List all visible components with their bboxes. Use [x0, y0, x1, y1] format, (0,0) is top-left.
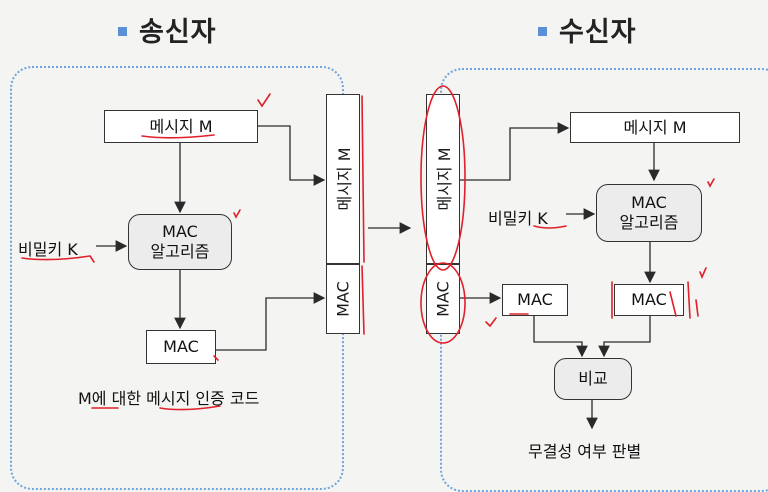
received-mac-box: MAC	[502, 284, 568, 316]
receiver-secret-key-label: 비밀키 K	[488, 209, 548, 228]
sender-footer-label: M에 대한 메시지 인증 코드	[78, 389, 260, 408]
receiver-message-box: 메시지 M	[570, 112, 740, 143]
receiver-message-bar: 메시지 M	[426, 94, 460, 264]
sender-mac-algorithm-box: MAC 알고리즘	[128, 214, 232, 270]
underline-annotation	[21, 255, 95, 263]
check-mark-icon	[213, 355, 219, 361]
check-mark-icon	[699, 267, 707, 280]
heading-bullet-icon	[118, 27, 127, 36]
receiver-mac-algorithm-box: MAC 알고리즘	[596, 184, 702, 242]
check-mark-icon	[257, 93, 271, 108]
underline-annotation	[141, 134, 215, 139]
sender-message-bar: 메시지 M	[326, 94, 360, 264]
red-annotation-layer	[21, 85, 715, 411]
integrity-result-label: 무결성 여부 판별	[528, 442, 642, 461]
sender-secret-key-label: 비밀키 K	[18, 240, 78, 259]
check-mark-icon	[485, 317, 497, 328]
underline-annotation	[533, 225, 567, 229]
sender-mac-bar: MAC	[326, 264, 360, 334]
underline-annotation	[159, 405, 221, 411]
check-mark-icon	[233, 209, 241, 219]
mac-diagram: 송신자 수신자	[10, 10, 768, 492]
heading-bullet-icon	[538, 27, 547, 36]
receiver-mac-bar: MAC	[426, 264, 460, 334]
sender-mac-box: MAC	[146, 330, 216, 364]
compare-box: 비교	[554, 358, 632, 400]
sender-heading: 송신자	[118, 10, 217, 49]
receiver-heading: 수신자	[538, 10, 637, 49]
connector-layer	[96, 122, 660, 430]
check-mark-icon	[707, 178, 715, 188]
computed-mac-box: MAC	[614, 284, 684, 316]
